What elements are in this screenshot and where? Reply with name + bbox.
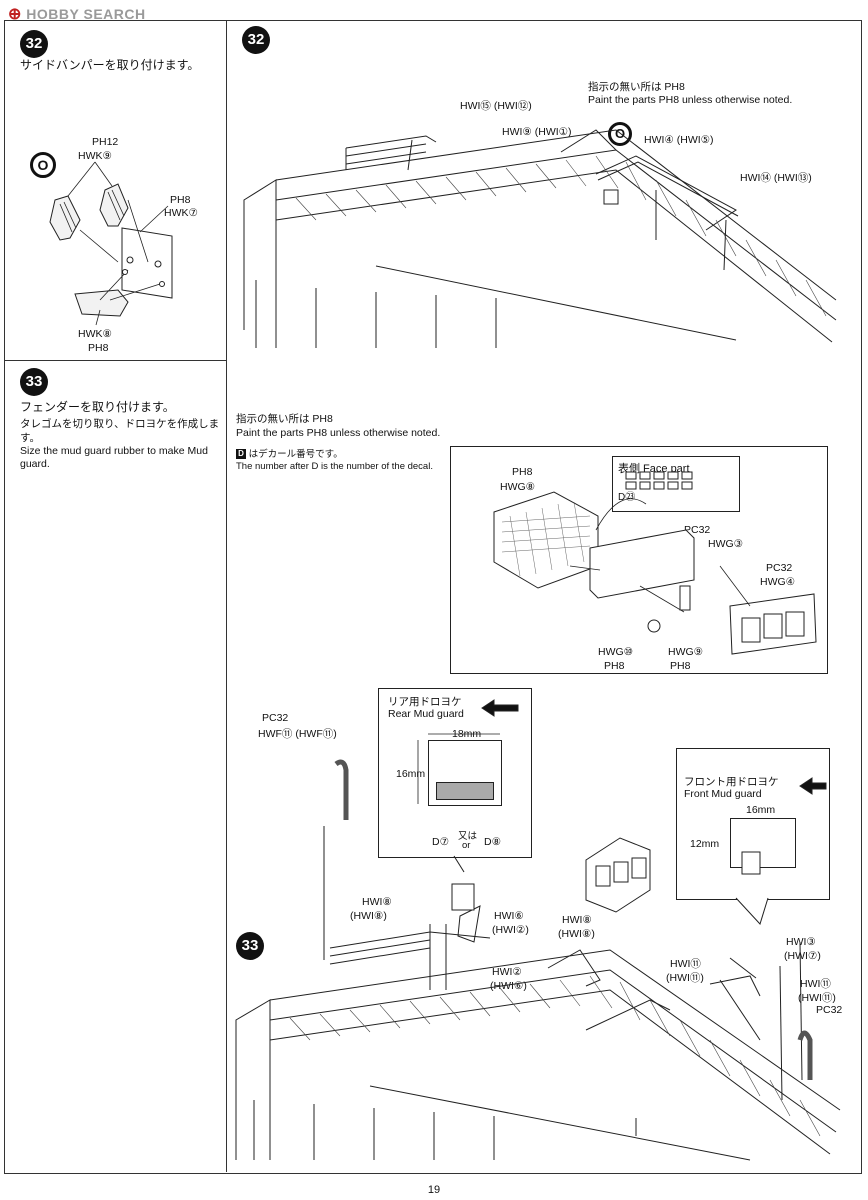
label-hwi11-a: HWI⑪ [670, 958, 701, 970]
label-hwi8-a-alt: (HWI⑧) [350, 910, 387, 922]
front-guard-annotations [735, 777, 827, 925]
label-pc32-b: PC32 [766, 562, 793, 574]
label-hwi2: HWI② [492, 966, 522, 978]
step-33-note-jp: タレゴムを切り取り、ドロヨケを作成します。 [20, 418, 220, 444]
step-33-main-badge: 33 [236, 932, 264, 960]
label-hwi2-alt: (HWI⑥) [490, 980, 527, 992]
label-hwg10: HWG⑩ [598, 646, 634, 658]
step-33-note-en: Size the mud guard rubber to make Mud gu… [20, 445, 208, 470]
side-bumper-diagram [49, 161, 173, 326]
label-hwi6-alt: (HWI②) [492, 924, 529, 936]
step-32-title: サイドバンパーを取り付けます。 [20, 58, 200, 72]
part-label-hwk8: HWK⑧ [78, 328, 112, 340]
paint-note-mid-en: Paint the parts PH8 unless otherwise not… [236, 427, 441, 439]
label-hwi8-b: HWI⑧ [562, 914, 592, 926]
decal-note-en: The number after D is the number of the … [236, 461, 433, 472]
label-hwi8-b-alt: (HWI⑧) [558, 928, 595, 940]
label-pc32-bottom: PC32 [816, 1004, 843, 1016]
part-label-hwk9: HWK⑨ [78, 150, 112, 162]
column-divider [226, 20, 227, 1172]
label-ph8-b: PH8 [604, 660, 625, 672]
gloss-mark-icon: O [30, 152, 56, 178]
hobby-search-watermark: ⊕ HOBBY SEARCH [8, 6, 146, 23]
decal-icon: D [236, 449, 246, 460]
rear-guard-title-jp: リア用ドロヨケ [388, 696, 462, 708]
left-section-separator [4, 360, 226, 361]
page-frame [4, 20, 862, 1174]
decal-note-jp-text: はデカール番号です。 [248, 449, 343, 460]
label-hwi9: HWI⑨ (HWI①) [502, 126, 572, 138]
paint-note-top-jp: 指示の無い所は PH8 [588, 81, 685, 93]
page-number: 19 [427, 1184, 441, 1196]
rear-guard-decal-a: D⑦ [432, 836, 449, 848]
rear-deck-rail-diagram [243, 129, 837, 348]
label-hwi11-b-alt: (HWI⑪) [798, 992, 836, 1004]
label-hwi15: HWI⑮ (HWI⑫) [460, 100, 532, 112]
label-hwg3: HWG③ [708, 538, 744, 550]
label-hwi11-a-alt: (HWI⑪) [666, 972, 704, 984]
part-label-ph8-b: PH8 [88, 342, 109, 354]
rear-guard-decal-strip [436, 782, 494, 800]
front-guard-width: 16mm [746, 804, 776, 816]
label-pc32-hwf: PC32 [262, 712, 289, 724]
label-ph8-c: PH8 [670, 660, 691, 672]
grille-exploded-diagram [493, 471, 817, 1136]
front-guard-title-jp: フロント用ドロヨケ [684, 776, 779, 788]
front-guard-sheet [730, 818, 796, 868]
step-33-title: フェンダーを取り付けます。 [20, 400, 175, 414]
label-hwi3-alt: (HWI⑦) [784, 950, 821, 962]
label-hwi14: HWI⑭ (HWI⑬) [740, 172, 812, 184]
label-hwf11: HWF⑪ (HWF⑪) [258, 728, 337, 740]
label-hwi6: HWI⑥ [494, 910, 524, 922]
rear-guard-annotations [417, 699, 519, 873]
paint-note-mid-jp: 指示の無い所は PH8 [236, 413, 333, 425]
label-hwi3: HWI③ [786, 936, 816, 948]
label-hwi11-b: HWI⑪ [800, 978, 831, 990]
rear-guard-or-en: or [462, 840, 471, 851]
rear-guard-or-jp: 又は [458, 831, 478, 842]
decal-note-jp: D はデカール番号です。 [236, 446, 343, 460]
front-guard-title-en: Front Mud guard [684, 788, 762, 800]
paint-note-top-en: Paint the parts PH8 unless otherwise not… [588, 94, 793, 106]
rear-deck-assembly-diagram [235, 759, 841, 1161]
step-33-badge: 33 [20, 368, 48, 396]
front-guard-height: 12mm [690, 838, 720, 850]
label-hwi8-a: HWI⑧ [362, 896, 392, 908]
label-hwg4: HWG④ [760, 576, 796, 588]
label-ph8-grille: PH8 [512, 466, 533, 478]
decal-d23-label: D㉓ [618, 492, 636, 503]
label-hwi4: HWI④ (HWI⑤) [644, 134, 714, 146]
label-pc32-a: PC32 [684, 524, 711, 536]
part-label-ph8: PH8 [170, 194, 191, 206]
label-hwg8: HWG⑧ [500, 481, 536, 493]
label-hwg9: HWG⑨ [668, 646, 704, 658]
step-32-main-badge: 32 [242, 26, 270, 54]
rear-guard-title-en: Rear Mud guard [388, 708, 464, 720]
rear-guard-decal-b: D⑧ [484, 836, 501, 848]
part-label-ph12: PH12 [92, 136, 119, 148]
step-32-badge: 32 [20, 30, 48, 58]
part-label-hwk7: HWK⑦ [164, 207, 198, 219]
